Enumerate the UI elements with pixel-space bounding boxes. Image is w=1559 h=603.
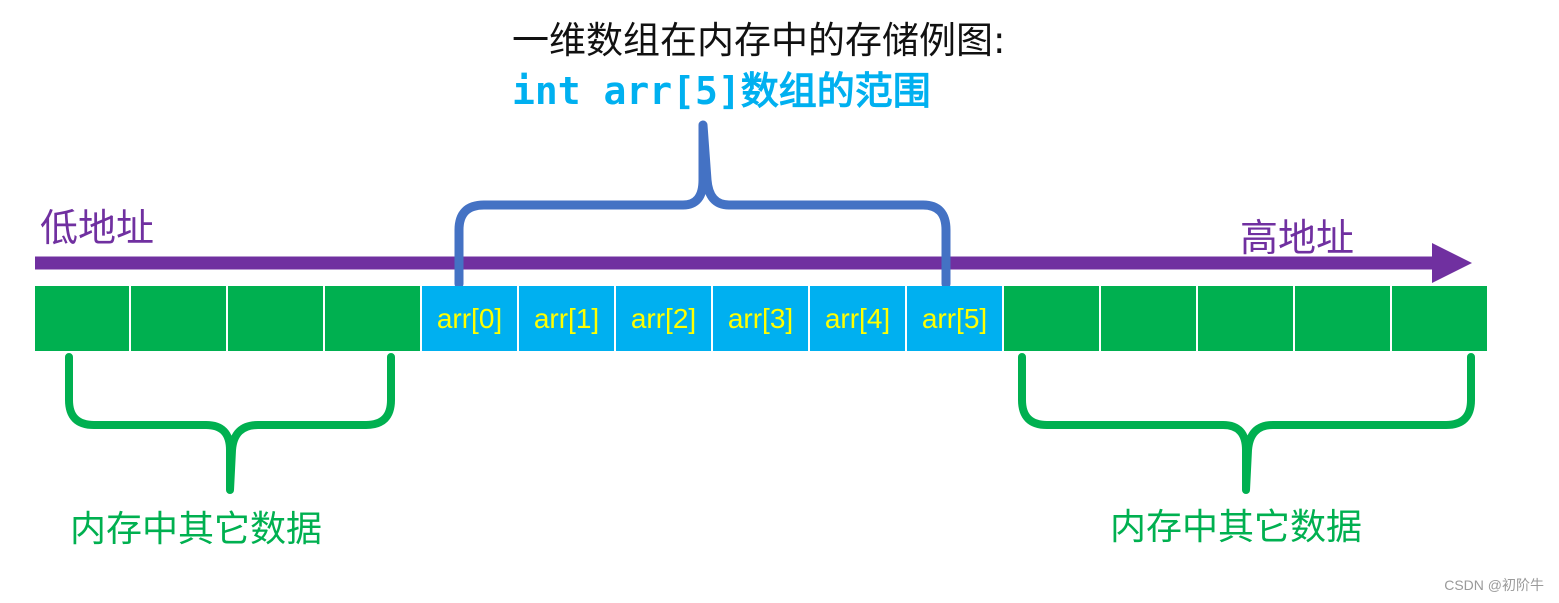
low-address-label: 低地址 bbox=[40, 206, 155, 250]
array-element-cell: arr[4] bbox=[810, 286, 907, 351]
array-element-cell: arr[3] bbox=[713, 286, 810, 351]
other-memory-cell bbox=[325, 286, 422, 351]
left-other-data-brace bbox=[65, 353, 395, 494]
other-memory-cell bbox=[1101, 286, 1198, 351]
address-arrow bbox=[35, 243, 1472, 283]
right-other-data-brace bbox=[1018, 353, 1475, 494]
other-memory-cell bbox=[35, 286, 131, 351]
right-other-data-label: 内存中其它数据 bbox=[1110, 507, 1363, 548]
array-range-suffix: 数组的范围 bbox=[740, 69, 931, 113]
diagram-title: 一维数组在内存中的存储例图: bbox=[512, 19, 1006, 62]
other-memory-cell bbox=[1295, 286, 1392, 351]
address-arrow-head bbox=[1432, 243, 1472, 283]
other-memory-cell bbox=[228, 286, 325, 351]
other-memory-cell bbox=[131, 286, 228, 351]
array-range-brace bbox=[454, 120, 951, 289]
other-memory-cell bbox=[1004, 286, 1101, 351]
memory-cells-row: arr[0]arr[1]arr[2]arr[3]arr[4]arr[5] bbox=[35, 286, 1487, 351]
left-other-data-label: 内存中其它数据 bbox=[70, 509, 323, 550]
high-address-label: 高地址 bbox=[1240, 216, 1355, 260]
array-declaration: int arr[5] bbox=[512, 69, 741, 113]
array-range-label: int arr[5]数组的范围 bbox=[512, 68, 931, 114]
array-element-cell: arr[0] bbox=[422, 286, 519, 351]
watermark: CSDN @初阶牛 bbox=[1444, 577, 1544, 593]
other-memory-cell bbox=[1392, 286, 1487, 351]
array-element-cell: arr[2] bbox=[616, 286, 713, 351]
array-element-cell: arr[1] bbox=[519, 286, 616, 351]
other-memory-cell bbox=[1198, 286, 1295, 351]
array-element-cell: arr[5] bbox=[907, 286, 1004, 351]
